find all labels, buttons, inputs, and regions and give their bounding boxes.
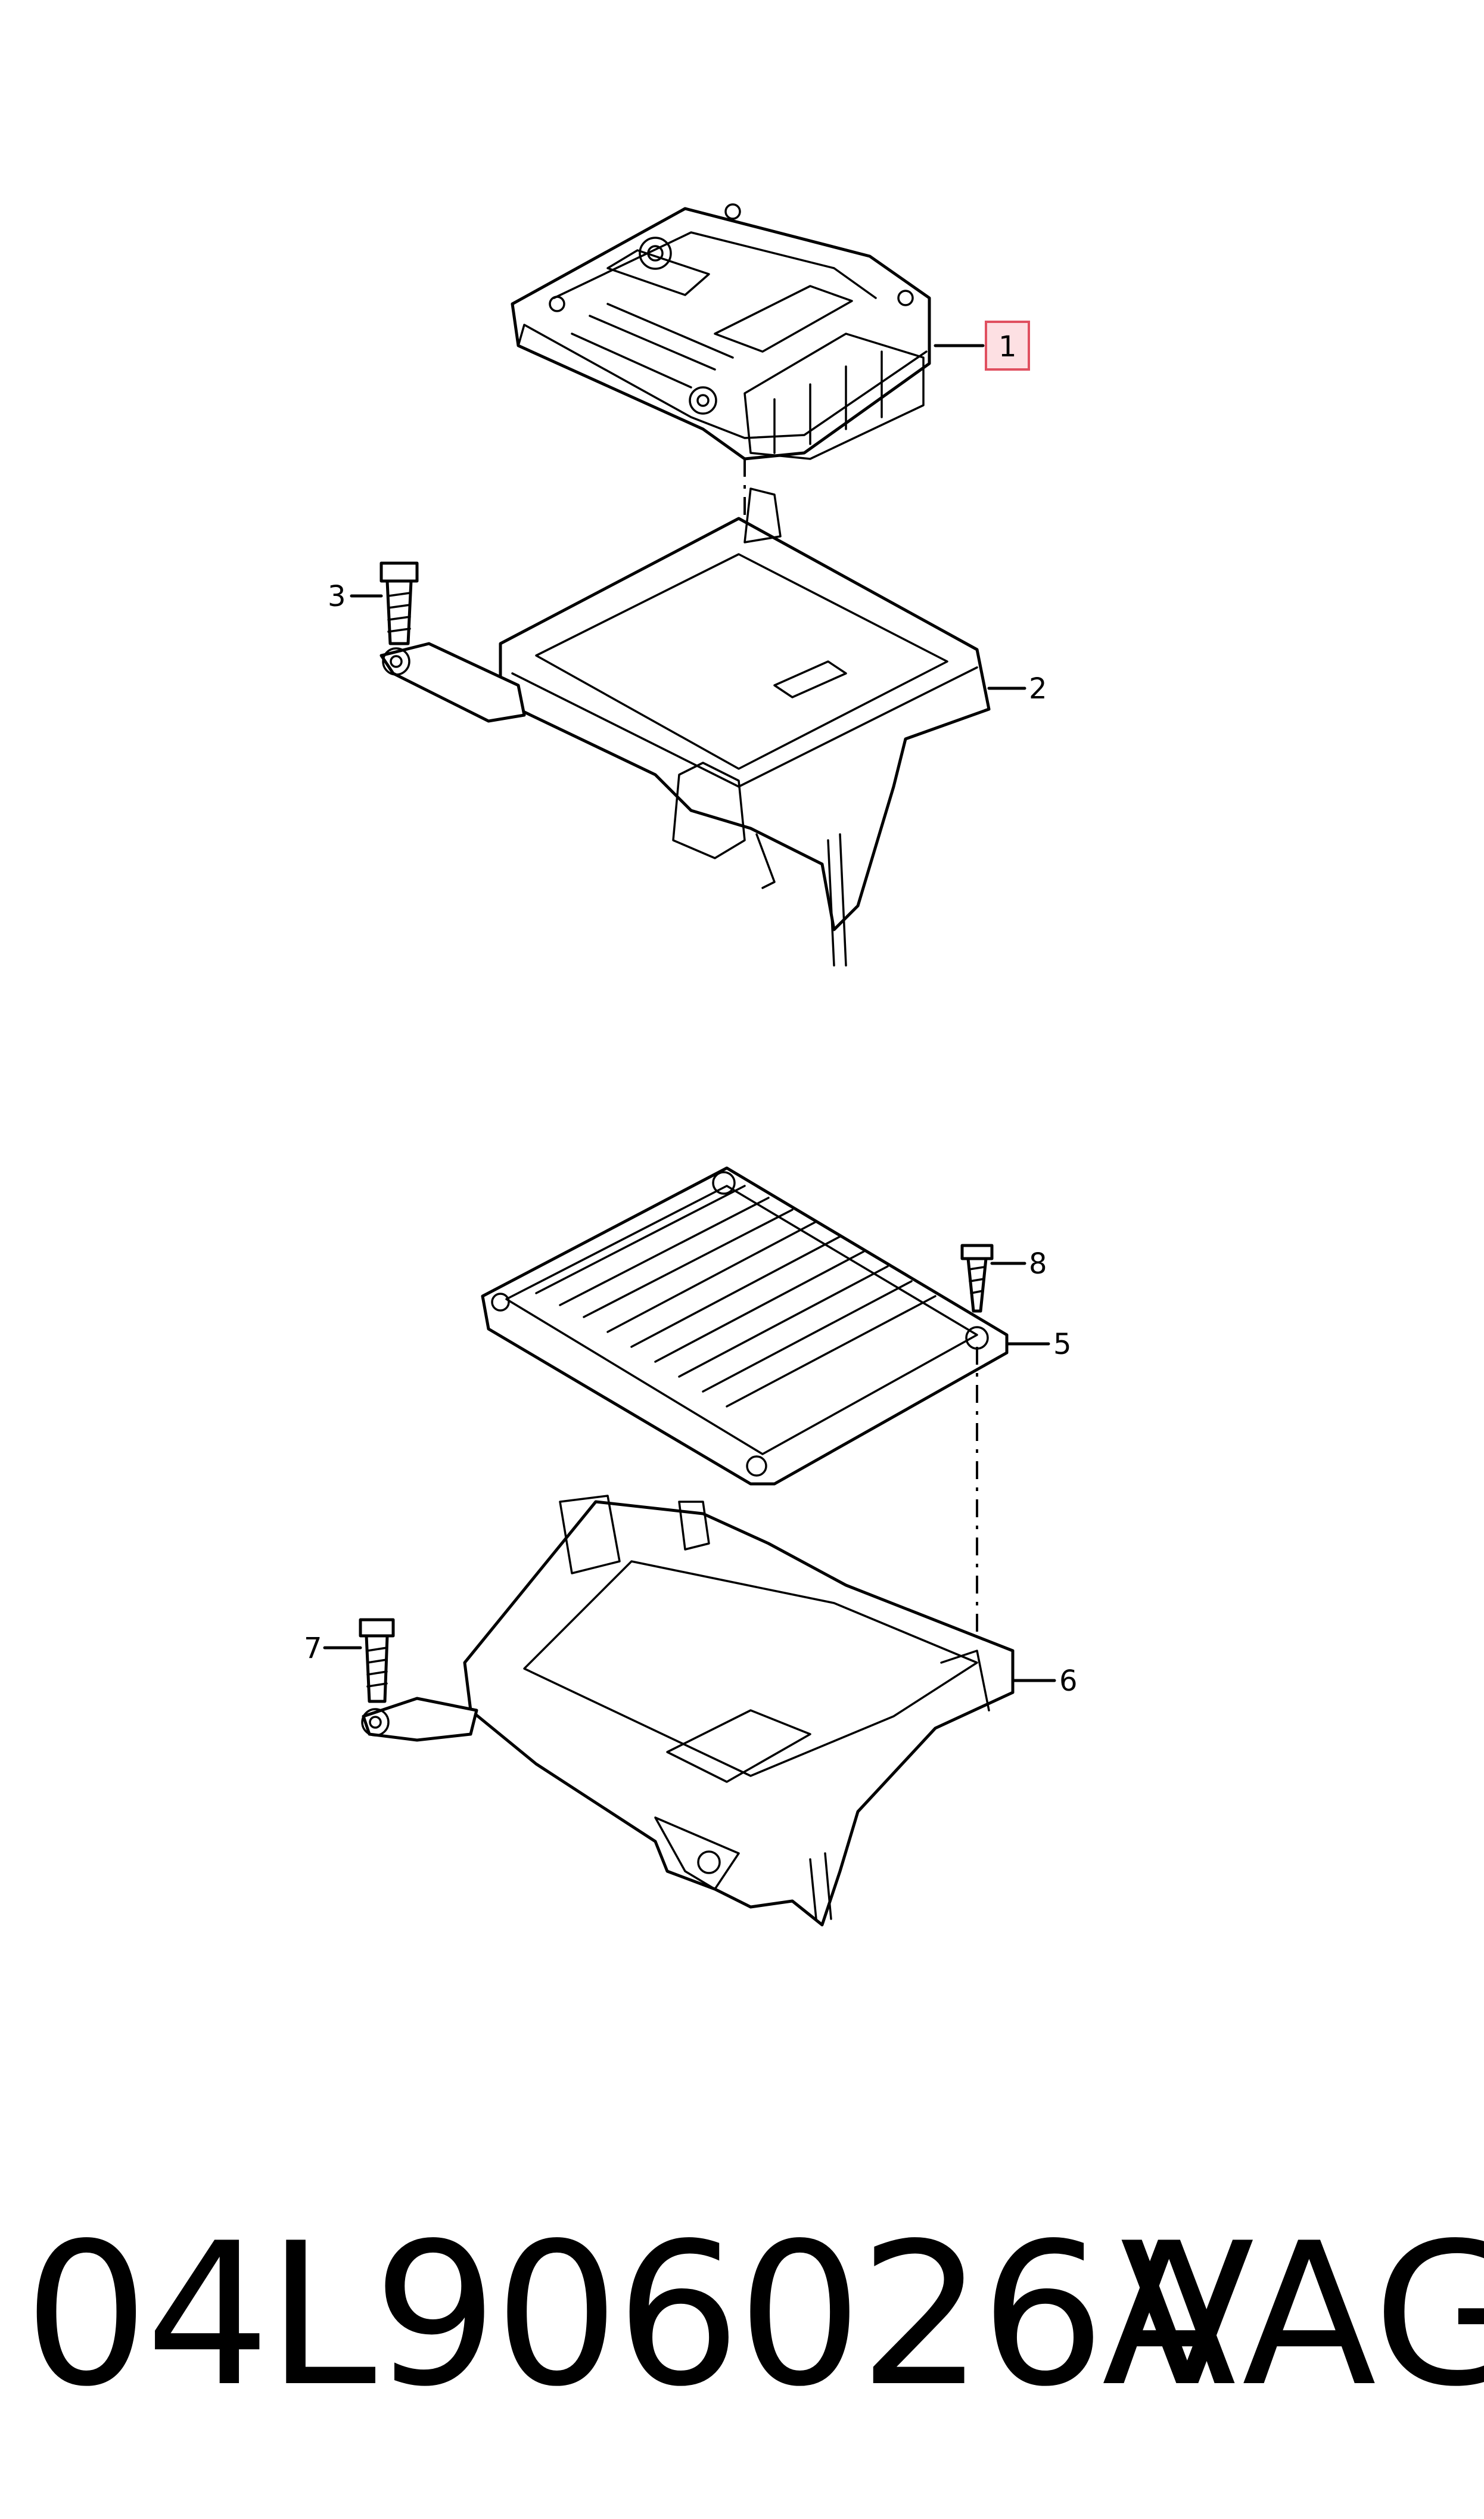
part-8-screw bbox=[960, 1244, 994, 1313]
callout-8-label[interactable]: 8 bbox=[1029, 1247, 1047, 1281]
part-3-bolt bbox=[379, 561, 419, 645]
callout-1-label: 1 bbox=[998, 330, 1017, 364]
callout-7-label[interactable]: 7 bbox=[304, 1632, 322, 1665]
callout-2-label[interactable]: 2 bbox=[1029, 672, 1047, 706]
part-2-bracket bbox=[379, 487, 991, 967]
callout-1[interactable]: 1 bbox=[985, 321, 1030, 371]
callout-1-highlight bbox=[985, 321, 1030, 371]
callout-5-label[interactable]: 5 bbox=[1053, 1328, 1072, 1361]
callout-6-label[interactable]: 6 bbox=[1059, 1664, 1078, 1698]
part-6-bracket bbox=[361, 1495, 1015, 1927]
part-7-bolt bbox=[359, 1618, 395, 1703]
part-5-control-unit bbox=[481, 1166, 1009, 1486]
leader-lines bbox=[323, 344, 1056, 1682]
callout-3-label[interactable]: 3 bbox=[328, 580, 346, 613]
brand-name: VAG bbox=[1120, 2201, 1484, 2430]
part-number: 04L906026A bbox=[24, 2201, 1236, 2430]
part-1-control-unit bbox=[511, 203, 931, 461]
